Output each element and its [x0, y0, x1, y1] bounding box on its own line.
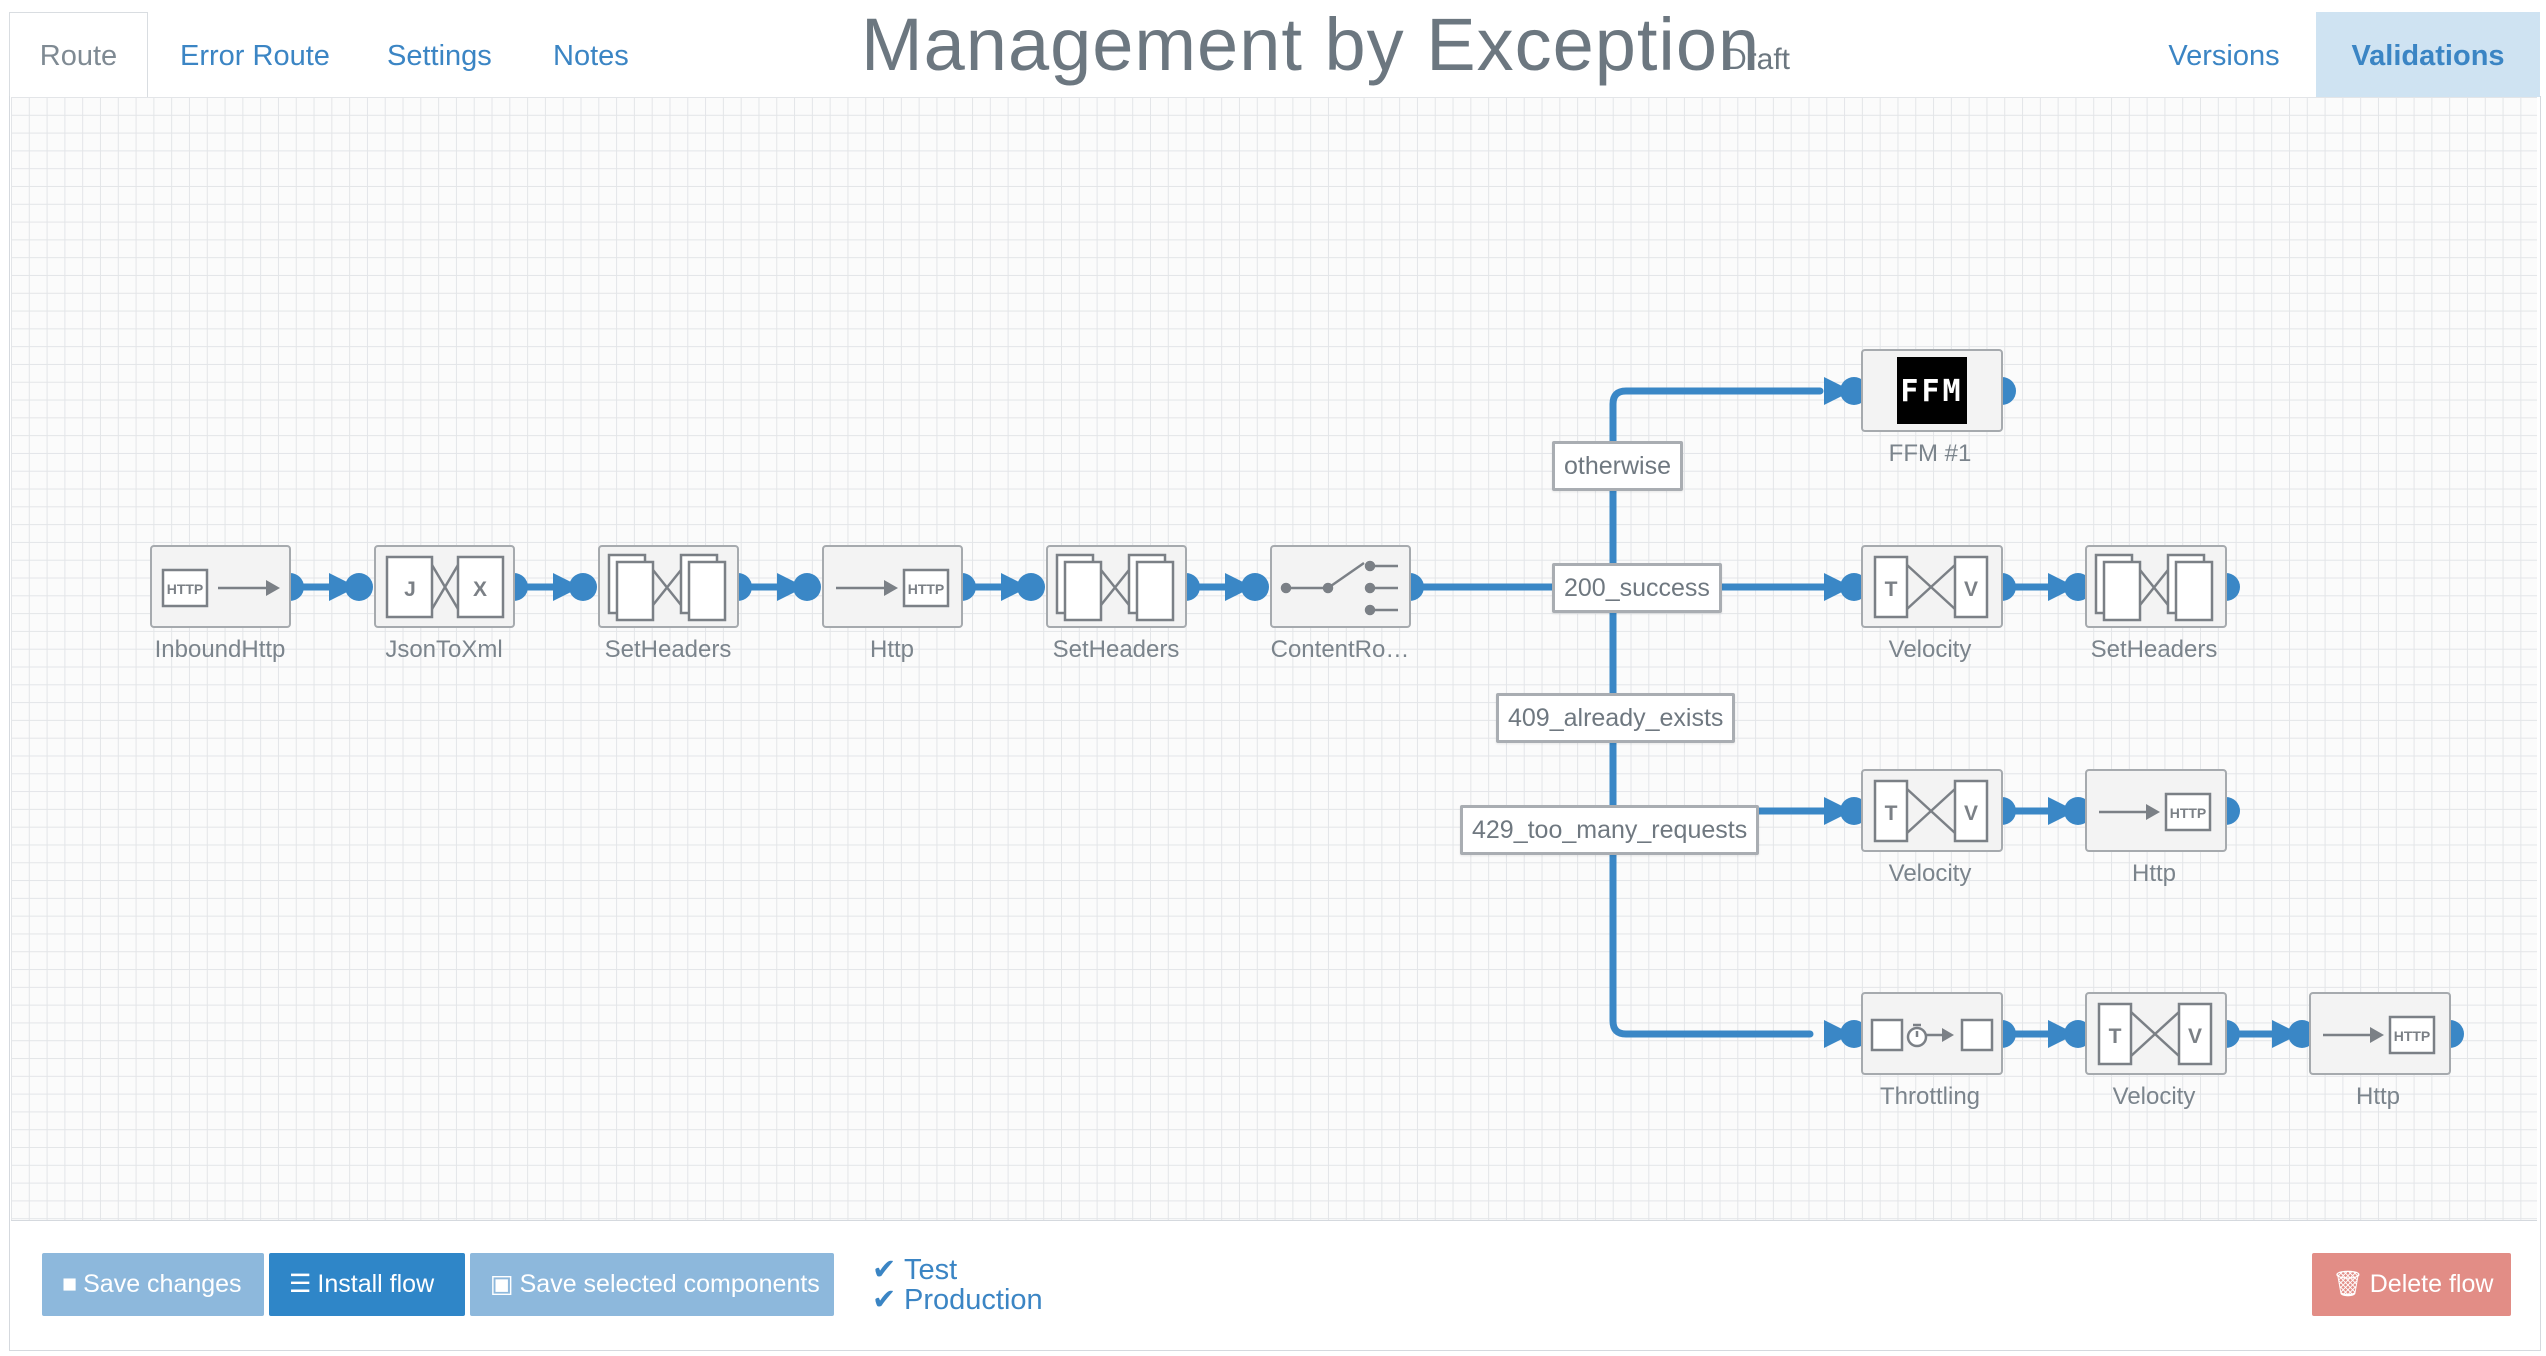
node-label-set-headers-2: SetHeaders — [1052, 636, 1180, 663]
route-label-409-already-exists[interactable]: 409_already_exists — [1496, 693, 1736, 743]
connector-lines — [286, 387, 2293, 1038]
svg-text:HTTP: HTTP — [167, 581, 204, 597]
node-label-set-headers-1: SetHeaders — [604, 636, 732, 663]
port-arrows — [329, 377, 2316, 1048]
node-boxes — [150, 349, 2451, 1075]
env-test[interactable]: ✔Test — [872, 1254, 958, 1286]
route-label-200-success[interactable]: 200_success — [1552, 563, 1722, 613]
svg-text:T: T — [2109, 1025, 2122, 1048]
svg-text:J: J — [404, 578, 416, 601]
install-flow-button[interactable]: ☰Install flow — [269, 1253, 465, 1316]
tab-bar: Route Error Route Settings Notes Managem… — [0, 0, 2546, 98]
node-label-inbound-http: InboundHttp — [154, 636, 286, 663]
node-label-http-3: Http — [2355, 1083, 2401, 1110]
node-label-velocity-1: Velocity — [1888, 636, 1972, 663]
svg-text:HTTP: HTTP — [908, 581, 945, 597]
velocity-icon: T V — [1873, 779, 1989, 843]
check-icon: ✔ — [872, 1284, 897, 1316]
svg-text:V: V — [1964, 578, 1978, 601]
tab-validations[interactable]: Validations — [2316, 12, 2540, 97]
route-label-429-too-many-requests[interactable]: 429_too_many_requests — [1460, 805, 1760, 855]
env-production[interactable]: ✔Production — [872, 1284, 1043, 1316]
tab-settings[interactable]: Settings — [387, 40, 492, 72]
velocity-icon: T V — [2097, 1002, 2213, 1066]
node-label-velocity-3: Velocity — [2112, 1083, 2196, 1110]
page-frame — [9, 96, 2541, 1351]
tab-versions[interactable]: Versions — [2168, 40, 2280, 72]
throttling-icon — [1870, 1018, 1994, 1052]
switch-icon — [1280, 560, 1398, 616]
svg-text:HTTP: HTTP — [2170, 805, 2207, 821]
svg-text:T: T — [1885, 578, 1898, 601]
page-title: Management by Exception — [861, 3, 1761, 86]
status-badge: Draft — [1725, 43, 1791, 76]
svg-text:HTTP: HTTP — [2394, 1028, 2431, 1044]
svg-text:FFM: FFM — [1900, 374, 1963, 409]
node-content-router[interactable] — [1270, 545, 1411, 628]
http-icon: HTTP — [836, 568, 950, 608]
http-icon: HTTP — [2323, 1015, 2436, 1055]
set-headers-icon — [1055, 553, 1175, 622]
trash-icon: 🗑 — [2332, 1270, 2364, 1298]
drive-icon: ■ — [62, 1270, 78, 1298]
svg-text:V: V — [1964, 802, 1978, 825]
ffm-icon: FFM — [1897, 357, 1967, 424]
velocity-icon: T V — [1873, 555, 1989, 619]
tab-error-route[interactable]: Error Route — [180, 40, 330, 72]
floppy-icon: ▣ — [490, 1270, 514, 1298]
node-label-throttling: Throttling — [1879, 1083, 1981, 1110]
node-throttling[interactable] — [1861, 992, 2003, 1075]
node-label-json-to-xml: JsonToXml — [385, 636, 503, 663]
svg-text:T: T — [1885, 802, 1898, 825]
http-icon: HTTP — [2099, 792, 2212, 832]
check-icon: ✔ — [872, 1254, 897, 1286]
delete-flow-button[interactable]: 🗑Delete flow — [2312, 1253, 2511, 1316]
node-label-set-headers-3: SetHeaders — [2090, 636, 2218, 663]
port-outputs — [276, 377, 2464, 1048]
tab-route[interactable]: Route — [9, 12, 148, 98]
json-to-xml-icon: J X — [385, 555, 505, 619]
node-label-content-router: ContentRo… — [1270, 636, 1410, 663]
server-icon: ☰ — [289, 1270, 312, 1298]
svg-text:X: X — [473, 578, 487, 601]
inbound-http-icon: HTTP — [161, 568, 280, 608]
save-changes-button[interactable]: ■Save changes — [42, 1253, 264, 1316]
node-label-ffm: FFM #1 — [1888, 440, 1972, 467]
save-selected-components-button[interactable]: ▣Save selected components — [470, 1253, 834, 1316]
set-headers-icon — [607, 553, 727, 622]
set-headers-icon — [2094, 553, 2214, 622]
route-label-otherwise[interactable]: otherwise — [1552, 441, 1683, 491]
node-label-http-2: Http — [2131, 860, 2177, 887]
svg-text:V: V — [2188, 1025, 2202, 1048]
tab-notes[interactable]: Notes — [553, 40, 629, 72]
node-label-velocity-2: Velocity — [1888, 860, 1972, 887]
node-label-http-1: Http — [869, 636, 915, 663]
